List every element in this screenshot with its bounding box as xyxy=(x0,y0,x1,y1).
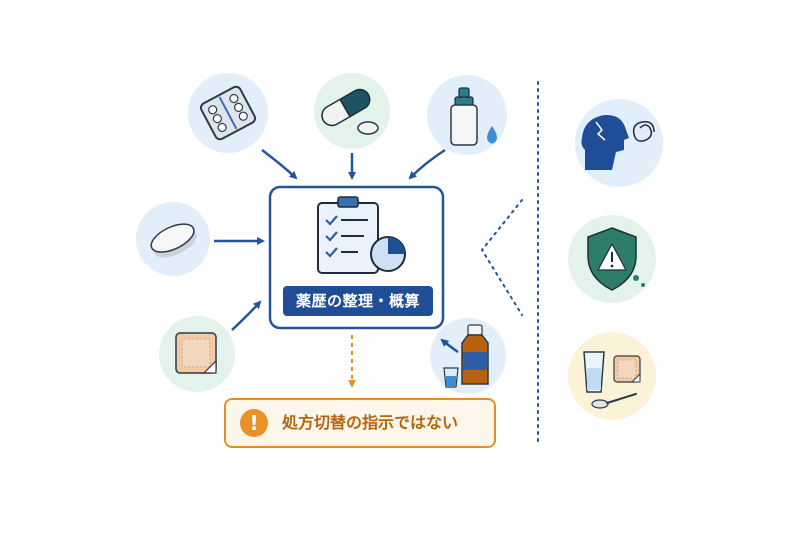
arrow-blister-to-center xyxy=(261,149,298,180)
center-label: 薬歴の整理・概算 xyxy=(283,286,433,316)
head-confusion-icon xyxy=(581,114,655,170)
arrow-syrup-to-center xyxy=(440,338,459,354)
tablet-node xyxy=(136,202,210,276)
warning-shield-icon xyxy=(587,227,645,291)
arrow-eyedrop-to-center xyxy=(408,148,446,180)
eye-drop-node xyxy=(427,75,507,155)
syrup-node xyxy=(430,318,506,394)
capsule-node xyxy=(314,73,390,149)
blister-pack-node xyxy=(188,73,268,153)
water-patch-node xyxy=(568,332,656,420)
round-tablet-icon xyxy=(150,223,197,258)
input-arrows xyxy=(214,148,459,354)
patch-icon xyxy=(175,332,217,374)
blister-pack-icon xyxy=(199,85,257,141)
clipboard-chart-icon xyxy=(317,196,406,274)
water-and-patch-icon xyxy=(583,351,641,409)
warning-shield-node xyxy=(568,215,656,303)
eye-drop-bottle-icon xyxy=(450,87,497,146)
capsule-and-tablet-icon xyxy=(321,88,379,135)
chevron-separator xyxy=(480,199,523,316)
head-confusion-node xyxy=(575,99,663,187)
warning-box: ! 処方切替の指示ではない xyxy=(224,398,496,448)
warning-text: 処方切替の指示ではない xyxy=(282,413,459,432)
syrup-bottle-icon xyxy=(443,324,489,388)
arrow-patch-to-center xyxy=(231,300,262,331)
patch-node xyxy=(159,316,235,392)
exclamation-icon: ! xyxy=(240,409,268,437)
